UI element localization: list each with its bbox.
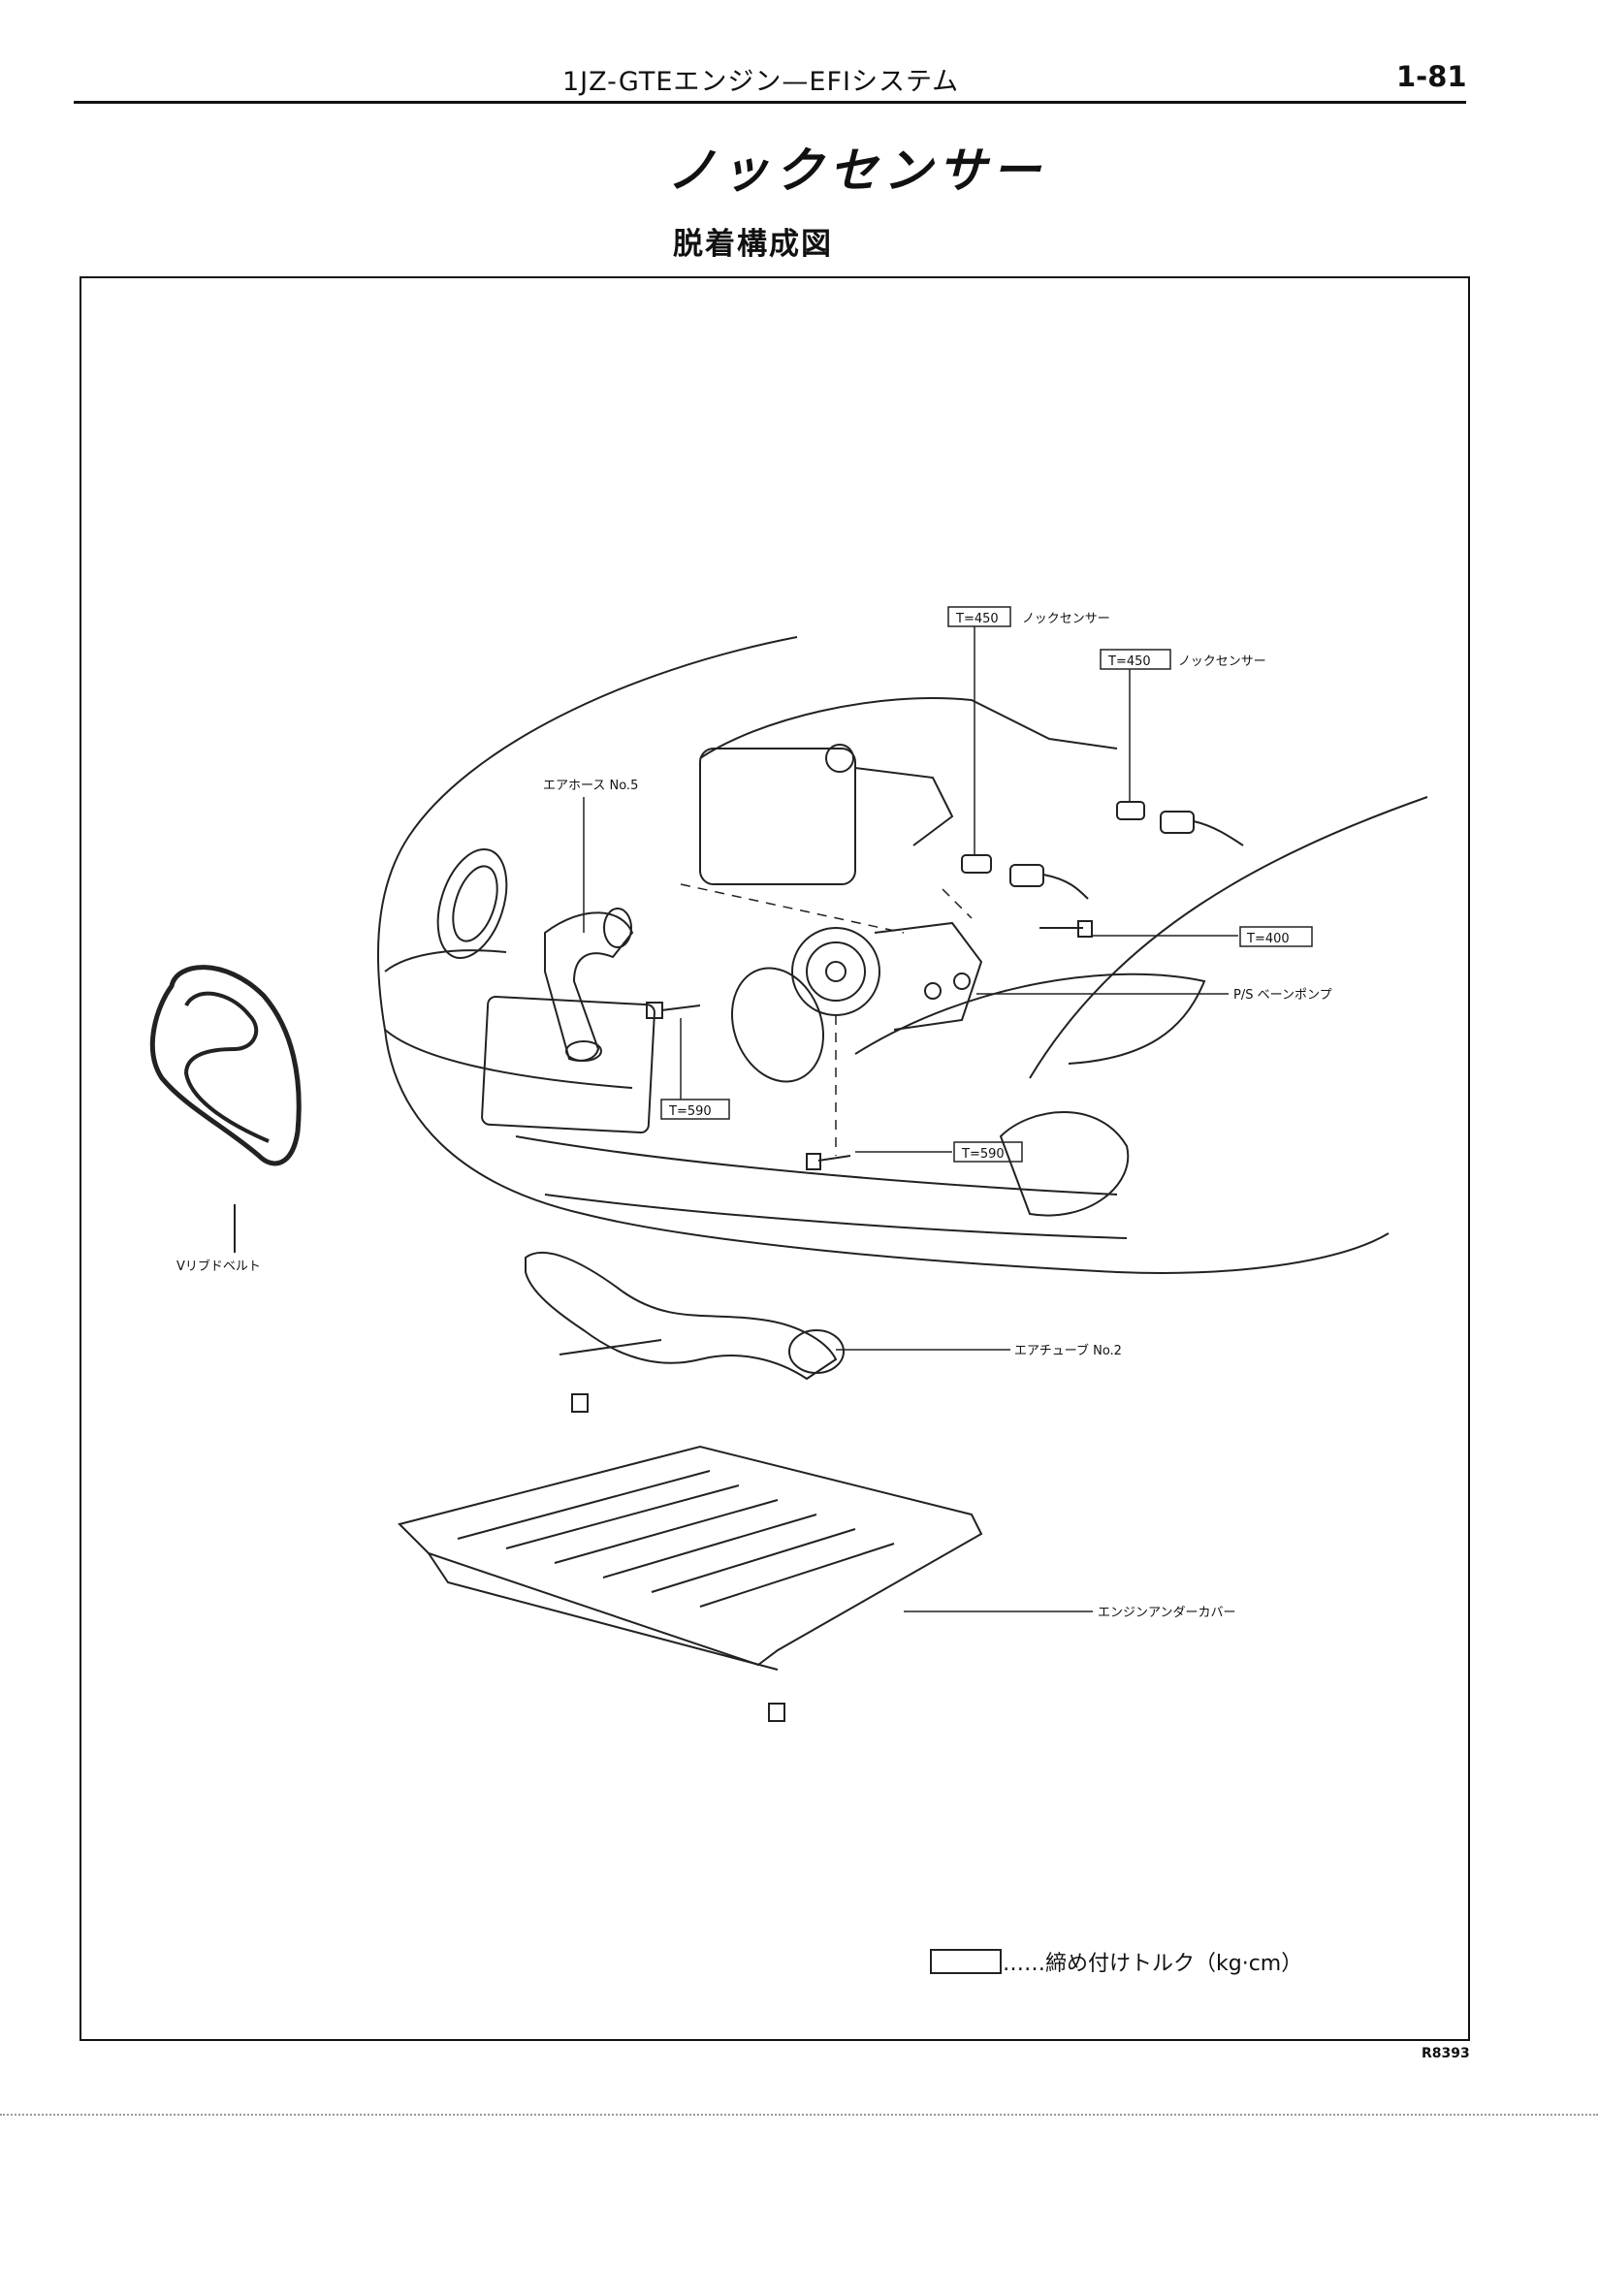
diagram-frame: T=450 ノックセンサー T=450 ノックセンサー エアホース No.5 T… — [80, 276, 1470, 2041]
leader-lines — [583, 626, 1238, 1612]
engine-under-cover-illustration — [398, 1445, 983, 1671]
label-knock-sensor-front: ノックセンサー — [1022, 612, 1110, 626]
torque-pump-bolt-lower: T=590 — [961, 1147, 1005, 1162]
label-air-tube: エアチューブ No.2 — [1014, 1343, 1122, 1358]
torque-knock-front: T=450 — [955, 612, 999, 626]
torque-boxes — [660, 606, 1313, 1163]
ps-pump-illustration — [730, 921, 983, 1083]
air-tube-illustration — [525, 1252, 845, 1381]
air-hose-illustration — [544, 908, 634, 1062]
figure-code: R8393 — [1422, 2046, 1470, 2061]
header-title: 1JZ-GTEエンジン—EFIシステム — [562, 67, 960, 97]
label-ps-vane-pump: P/S ベーンポンプ — [1233, 988, 1332, 1003]
header-rule — [74, 101, 1466, 104]
torque-knock-rear: T=450 — [1107, 654, 1151, 669]
label-air-hose: エアホース No.5 — [543, 779, 638, 793]
knock-sensor-illustration — [961, 801, 1244, 900]
page-number: 1-81 — [1396, 60, 1467, 93]
section-title: ノックセンサー — [667, 143, 1046, 199]
legend-box — [930, 1949, 1002, 1974]
label-engine-under-cover: エンジンアンダーカバー — [1098, 1606, 1235, 1620]
label-v-ribbed-belt: Vリブドベルト — [176, 1259, 261, 1274]
torque-pump-bolt-left: T=590 — [668, 1104, 712, 1119]
v-ribbed-belt-illustration — [149, 965, 302, 1253]
bottom-dotted-rule — [0, 2114, 1598, 2116]
diagram-heading: 脱着構成図 — [673, 227, 833, 262]
exploded-view-diagram: T=450 ノックセンサー T=450 ノックセンサー エアホース No.5 T… — [149, 606, 1428, 1976]
torque-pump-bolt-upper: T=400 — [1246, 932, 1290, 946]
car-body-illustration — [376, 636, 1428, 1274]
bolt-icons — [571, 920, 1093, 1722]
legend-text: ……締め付けトルク（kg·cm） — [1003, 1952, 1302, 1976]
label-knock-sensor-rear: ノックセンサー — [1178, 654, 1266, 669]
